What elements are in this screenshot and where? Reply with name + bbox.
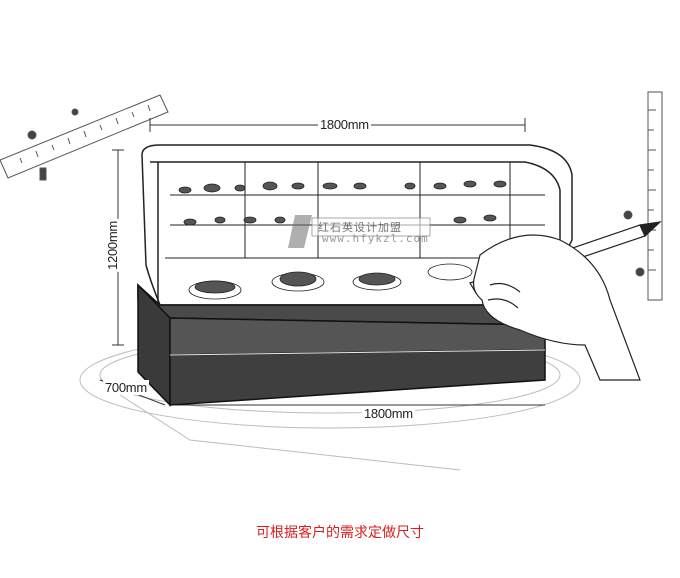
watermark-brand: 红石英设计加盟 bbox=[318, 221, 402, 234]
cabinet-base bbox=[137, 283, 546, 407]
displayed-cakes bbox=[178, 180, 507, 300]
ruler-right bbox=[623, 91, 663, 301]
dimension-depth: 700mm bbox=[103, 380, 149, 395]
dimension-width-bottom: 1800mm bbox=[362, 406, 415, 421]
dimension-height: 1200mm bbox=[104, 219, 120, 272]
custom-size-caption: 可根据客户的需求定做尺寸 bbox=[256, 525, 424, 541]
watermark-url: www.hfykzl.com bbox=[322, 232, 429, 245]
watermark-logo bbox=[288, 215, 431, 248]
dimension-width-top: 1800mm bbox=[318, 117, 371, 132]
ruler-left bbox=[0, 94, 169, 181]
hand-with-pencil bbox=[469, 221, 662, 381]
